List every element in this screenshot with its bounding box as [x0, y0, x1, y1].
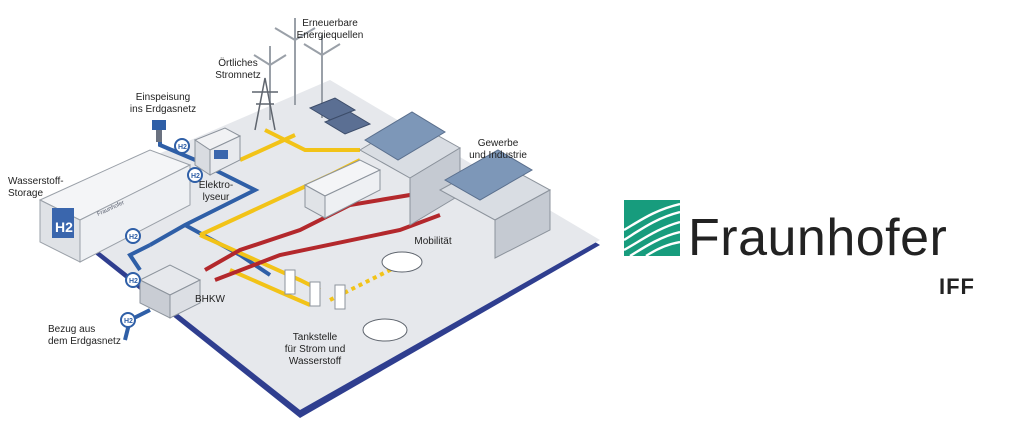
filling-station: [284, 269, 346, 310]
label-chp: BHKW: [195, 294, 225, 305]
hydrogen-storage: [38, 149, 192, 263]
solar-panels: [308, 97, 372, 135]
h2-node-label: H2: [124, 318, 133, 325]
fraunhofer-mark-icon: [624, 200, 680, 256]
fraunhofer-logo: Fraunhofer IFF: [624, 196, 984, 306]
label-industry: Gewerbe und Industrie: [469, 138, 527, 161]
chp-unit: [138, 264, 202, 319]
grid-pylon: [252, 77, 278, 131]
label-storage: Wasserstoff- Storage: [8, 176, 64, 199]
h2-sign: [52, 208, 74, 238]
truck: [303, 159, 382, 219]
h2-node-markers: [120, 138, 203, 328]
cars: [362, 251, 423, 342]
feed-in-valve: [152, 120, 166, 142]
storage-h2-label: H2: [55, 219, 73, 235]
electrolyser-unit: [193, 127, 242, 176]
h2-node-label: H2: [129, 278, 138, 285]
label-filling-station: Tankstelle für Strom und Wasserstoff: [284, 332, 346, 367]
label-feed-in: Einspeisung ins Erdgasnetz: [129, 92, 197, 115]
h2-node-label: H2: [191, 173, 200, 180]
label-electrolyser: Elektro- lyseur: [198, 180, 234, 203]
industry-buildings: [359, 111, 552, 259]
brand-name: Fraunhofer: [688, 209, 948, 267]
label-gas-supply: Bezug aus dem Erdgasnetz: [48, 324, 121, 347]
brand-unit: IFF: [939, 274, 975, 299]
heat-pipes: [204, 188, 441, 282]
label-mobility: Mobilität: [414, 236, 452, 247]
label-local-grid: Örtliches Stromnetz: [215, 58, 261, 81]
h2-node-label: H2: [129, 234, 138, 241]
h2-node-label: H2: [178, 144, 187, 151]
label-renewables: Erneuerbare Energiequellen: [296, 18, 364, 41]
